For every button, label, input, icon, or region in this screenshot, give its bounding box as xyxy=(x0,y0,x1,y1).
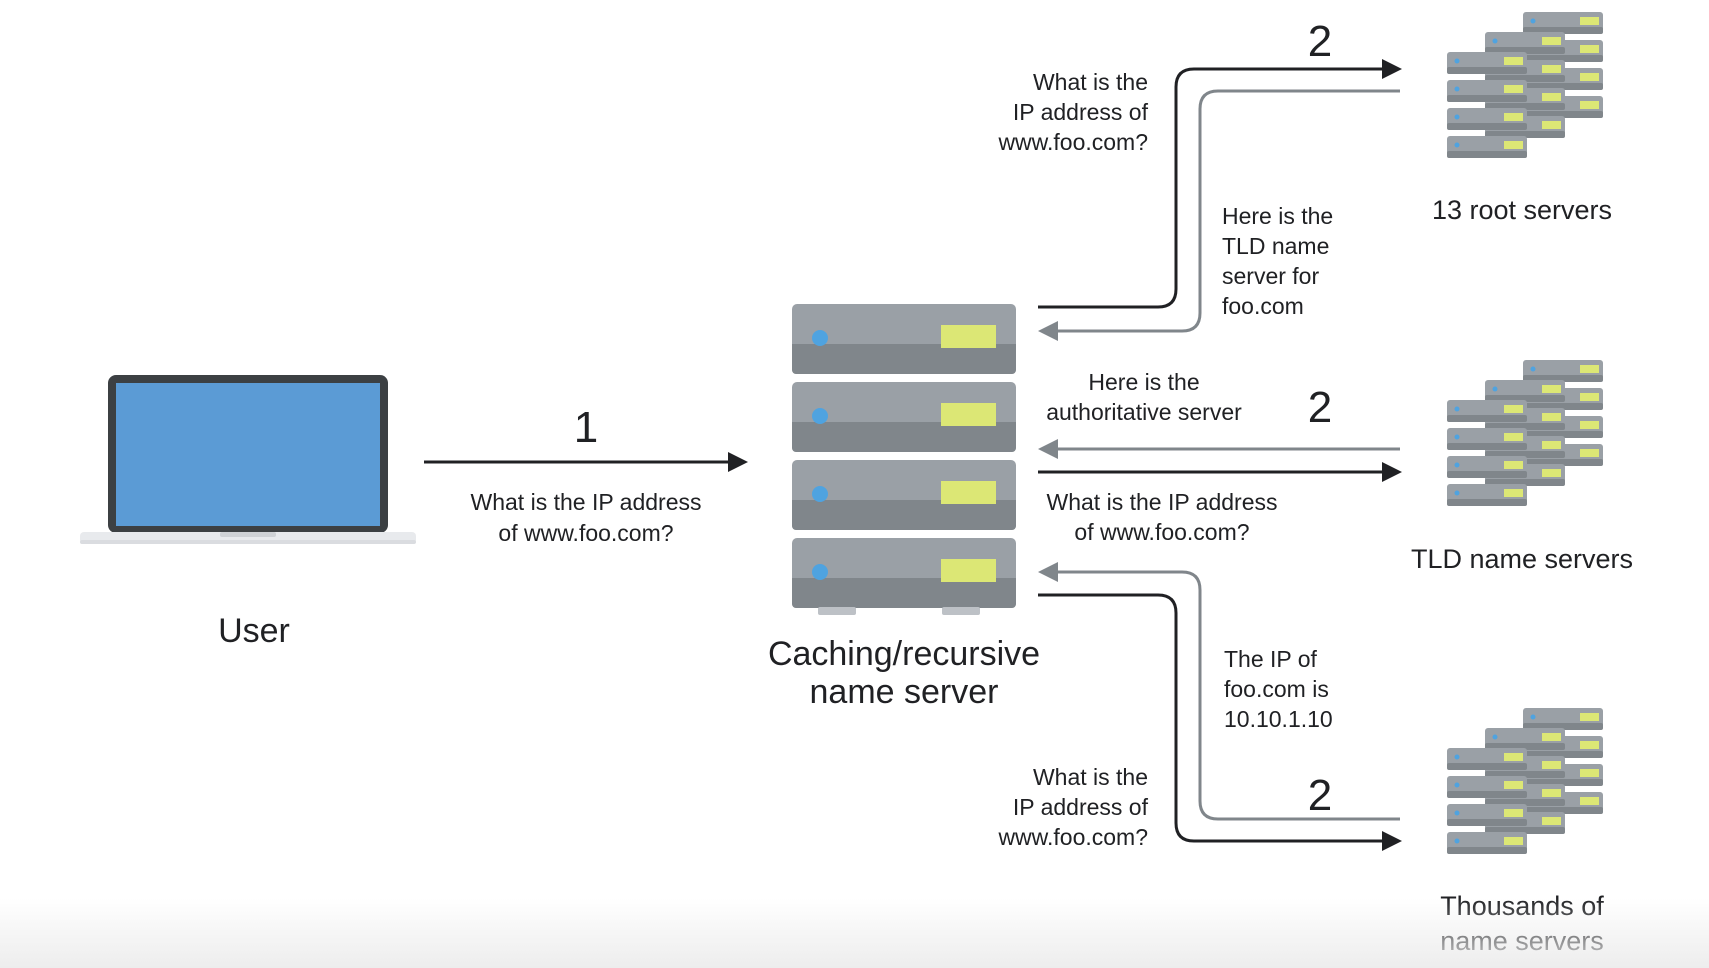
resolver-server-icon xyxy=(792,304,1016,615)
auth-reply-line2: foo.com is xyxy=(1224,676,1329,702)
step-number-tld: 2 xyxy=(1308,383,1332,432)
root-query-arrow xyxy=(1038,59,1402,309)
auth-reply-line1: The IP of xyxy=(1224,646,1318,672)
auth-query-line2: IP address of xyxy=(1013,794,1149,820)
step-number-auth: 2 xyxy=(1308,771,1332,820)
auth-query-line3: www.foo.com? xyxy=(997,824,1148,850)
root-query-line3: www.foo.com? xyxy=(997,129,1148,155)
user-query-line1: What is the IP address xyxy=(471,489,702,515)
root-servers-label: 13 root servers xyxy=(1432,195,1612,225)
tld-reply-line1: Here is the xyxy=(1088,369,1199,395)
step-number-root: 2 xyxy=(1308,17,1332,66)
resolver-label-line2: name server xyxy=(810,673,999,711)
authoritative-servers-label-line1: Thousands of xyxy=(1440,891,1604,921)
authoritative-servers-icon xyxy=(1447,708,1603,854)
root-query-line1: What is the xyxy=(1033,69,1148,95)
auth-query-line1: What is the xyxy=(1033,764,1148,790)
root-reply-line3: server for xyxy=(1222,263,1319,289)
root-reply-arrow xyxy=(1038,89,1400,341)
tld-query-line1: What is the IP address xyxy=(1047,489,1278,515)
resolver-label-line1: Caching/recursive xyxy=(768,635,1040,673)
auth-reply-line3: 10.10.1.10 xyxy=(1224,706,1333,732)
root-reply-line2: TLD name xyxy=(1222,233,1329,259)
tld-servers-label: TLD name servers xyxy=(1411,544,1633,574)
laptop-icon xyxy=(80,375,416,544)
tld-query-line2: of www.foo.com? xyxy=(1074,519,1249,545)
tld-reply-line2: authoritative server xyxy=(1046,399,1242,425)
root-reply-line1: Here is the xyxy=(1222,203,1333,229)
laptop-screen xyxy=(116,383,380,526)
root-servers-icon xyxy=(1447,12,1603,158)
step-number-1: 1 xyxy=(574,403,598,452)
tld-servers-icon xyxy=(1447,360,1603,506)
auth-query-arrow xyxy=(1038,593,1402,851)
root-query-line2: IP address of xyxy=(1013,99,1149,125)
auth-reply-arrow xyxy=(1038,562,1400,821)
user-query-line2: of www.foo.com? xyxy=(498,520,673,546)
root-reply-line4: foo.com xyxy=(1222,293,1304,319)
user-label: User xyxy=(218,612,290,650)
authoritative-servers-label-line2: name servers xyxy=(1440,926,1604,956)
